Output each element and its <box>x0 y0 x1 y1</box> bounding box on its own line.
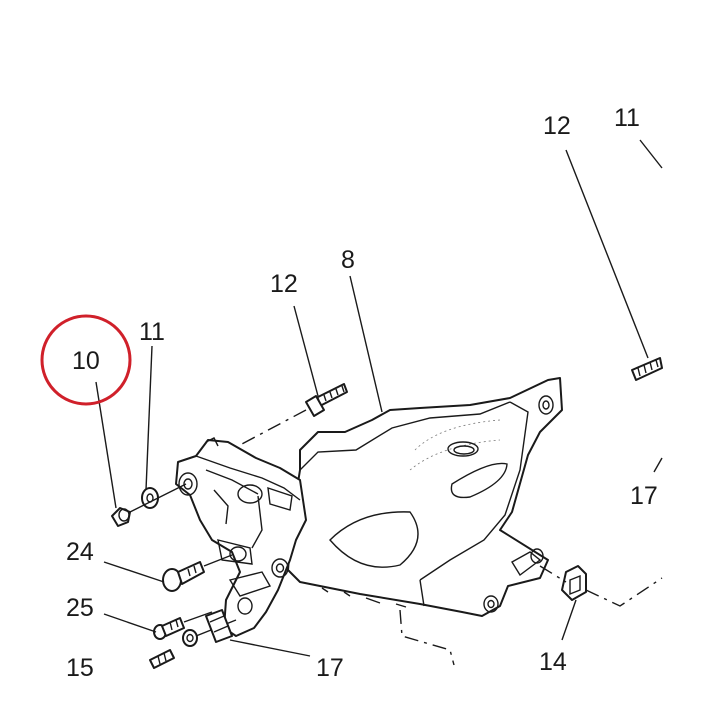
centerline-bottom <box>399 609 455 666</box>
centerline-14-a <box>539 565 567 583</box>
bolt-12-left <box>239 383 348 446</box>
label-part-24: 24 <box>66 538 94 566</box>
part-labels: 8 12 12 11 10 11 24 25 15 17 14 17 <box>66 104 658 682</box>
label-part-17-bottom: 17 <box>316 654 344 682</box>
label-part-11-right: 11 <box>614 104 640 132</box>
washer-part-11 <box>129 483 187 513</box>
label-part-17-right: 17 <box>630 482 658 510</box>
label-part-11-left: 11 <box>139 318 165 346</box>
label-part-15: 15 <box>66 654 94 682</box>
leader-17-bottom <box>229 639 311 657</box>
leader-lines <box>95 139 663 657</box>
bolt-12-right <box>631 357 663 381</box>
label-part-12-left: 12 <box>270 270 298 298</box>
leader-12-left <box>293 305 319 397</box>
label-part-8: 8 <box>341 246 355 274</box>
leader-11-right <box>639 139 663 169</box>
label-part-25: 25 <box>66 594 94 622</box>
highlight-circle <box>40 314 132 406</box>
left-mounting-arm <box>175 437 307 637</box>
nut-part-14 <box>561 565 587 601</box>
bolt-part-24 <box>162 554 233 592</box>
bolt-part-15 <box>149 619 237 669</box>
leader-11-left <box>145 345 153 491</box>
label-part-12-right: 12 <box>543 112 571 140</box>
clip-part-17 <box>205 609 233 643</box>
centerline-14-b <box>585 577 663 607</box>
label-part-14: 14 <box>539 648 567 676</box>
leader-14 <box>561 599 577 641</box>
leader-17-right <box>653 457 663 473</box>
bracket-part-8 <box>287 377 563 617</box>
leader-24 <box>103 561 165 583</box>
leader-8 <box>349 275 383 413</box>
grommet-part-10 <box>111 507 131 527</box>
label-part-10: 10 <box>72 347 100 375</box>
leader-12-right <box>565 149 649 359</box>
leader-25 <box>103 613 157 633</box>
